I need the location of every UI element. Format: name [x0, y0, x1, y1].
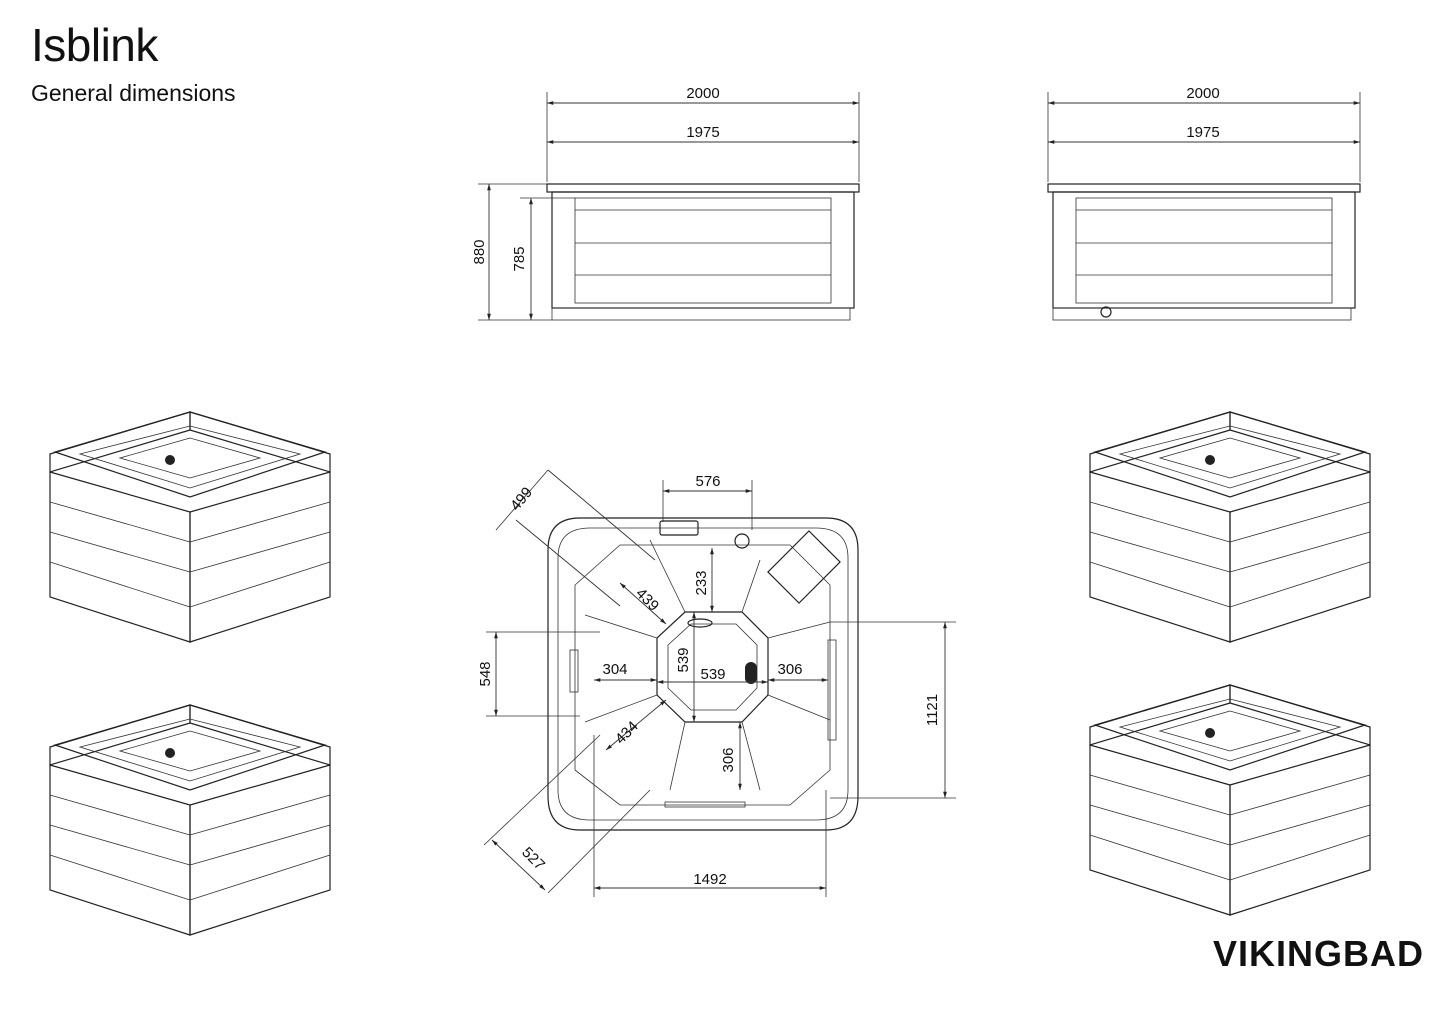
brand-logo: VIKINGBAD	[1213, 933, 1425, 974]
dim-539-horizontal: 539	[700, 666, 725, 683]
dim-548: 548	[477, 661, 494, 686]
dim-1121: 1121	[924, 694, 941, 726]
dim-1492: 1492	[693, 871, 726, 888]
dim-306-right: 306	[777, 661, 802, 678]
front-dim-2000: 2000	[686, 85, 719, 102]
iso-view-top-left	[49, 411, 331, 643]
top-view: 576 499 439 233 548 304 539 539 306 1121…	[477, 469, 956, 897]
iso-view-top-right	[1089, 411, 1371, 643]
dim-439: 439	[632, 585, 662, 615]
front-dim-1975: 1975	[686, 124, 719, 141]
dim-306-bottom: 306	[720, 747, 737, 772]
side-dim-1975: 1975	[1186, 124, 1219, 141]
front-elevation: 2000 1975 880 785	[471, 85, 860, 321]
dim-539-vertical: 539	[675, 647, 692, 672]
dim-233: 233	[693, 570, 710, 595]
drawing-title: Isblink	[31, 19, 158, 71]
dim-304: 304	[602, 661, 627, 678]
side-dim-2000: 2000	[1186, 85, 1219, 102]
dim-576: 576	[695, 473, 720, 490]
iso-view-bottom-right	[1089, 684, 1371, 916]
drawing-subtitle: General dimensions	[31, 80, 236, 106]
dim-434: 434	[612, 718, 642, 748]
front-dim-785: 785	[511, 246, 528, 271]
iso-view-bottom-left	[49, 704, 331, 936]
front-dim-880: 880	[471, 239, 488, 264]
side-elevation: 2000 1975	[1047, 85, 1361, 321]
